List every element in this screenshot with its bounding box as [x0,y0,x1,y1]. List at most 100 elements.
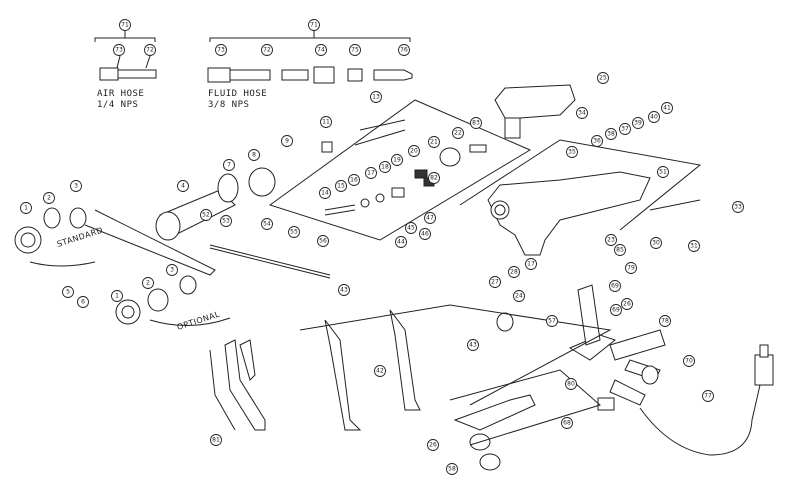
fluid-hose-caption-line2: 3/8 NPS [208,100,249,110]
callout-83: 83 [470,117,482,129]
callout-number: 16 [350,177,358,184]
callout-80: 80 [565,378,577,390]
callout-79: 79 [625,262,637,274]
callout-35: 35 [566,146,578,158]
gun-body [487,84,651,256]
callout-number: 27 [491,279,499,286]
callout-circle [597,72,609,84]
callout-69: 69 [610,304,622,316]
callout-54: 54 [261,218,273,230]
callout-number: 39 [634,120,642,127]
callout-23: 23 [605,234,617,246]
callout-circle [77,296,89,308]
callout-number: 34 [578,110,586,117]
callout-7: 7 [223,159,235,171]
callout-82: 82 [428,172,440,184]
callout-number: 70 [685,358,693,365]
callout-circle [348,174,360,186]
callout-76: 76 [398,44,410,56]
callout-3: 3 [70,180,82,192]
callout-number: 43 [469,342,477,349]
callout-number: 82 [430,175,438,182]
callout-number: 13 [372,94,380,101]
callout-number: 57 [548,318,556,325]
callout-circle [43,192,55,204]
callout-circle [508,266,520,278]
callout-circle [200,209,212,221]
callout-number: 53 [222,218,230,225]
callout-number: 79 [627,265,635,272]
callout-72: 72 [144,44,156,56]
callout-circle [489,276,501,288]
callout-number: 41 [663,105,671,112]
callout-number: 78 [661,318,669,325]
callout-circle [395,236,407,248]
callout-circle [565,378,577,390]
callout-circle [166,264,178,276]
callout-number: 40 [650,114,658,121]
callout-circle [317,235,329,247]
callout-85: 85 [614,244,626,256]
callout-circle [661,102,673,114]
callout-circle [446,463,458,475]
callout-circle [338,284,350,296]
callout-31: 31 [688,240,700,252]
callout-circle [621,298,633,310]
handle-cover [209,339,266,431]
callout-circle [427,439,439,451]
callout-circle [119,19,131,31]
callout-number: 54 [263,221,271,228]
callout-number: 77 [704,393,712,400]
callout-73: 73 [215,44,227,56]
callout-circle [177,180,189,192]
callout-4: 4 [177,180,189,192]
callout-56: 56 [317,235,329,247]
callout-number: 55 [290,229,298,236]
callout-circle [20,202,32,214]
callout-circle [605,128,617,140]
callout-19: 19 [391,154,403,166]
callout-number: 2 [47,195,51,202]
callout-circle [142,277,154,289]
callout-circle [614,244,626,256]
callout-15: 15 [335,180,347,192]
callout-circle [428,136,440,148]
callout-number: 37 [621,126,629,133]
callout-number: 1 [24,205,28,212]
callout-circle [419,228,431,240]
callout-2: 2 [142,277,154,289]
callout-number: 71 [121,22,129,29]
callout-number: 71 [310,22,318,29]
callout-circle [248,149,260,161]
callout-circle [374,365,386,377]
callout-number: 83 [472,120,480,127]
callout-circle [391,154,403,166]
callout-circle [215,44,227,56]
callout-circle [405,222,417,234]
callout-circle [610,304,622,316]
callout-53: 53 [220,215,232,227]
callout-number: 33 [734,204,742,211]
callout-2: 2 [43,192,55,204]
callout-number: 51 [659,169,667,176]
callout-number: 26 [429,442,437,449]
callout-number: 69 [612,307,620,314]
callout-42: 42 [374,365,386,377]
callout-number: 44 [397,239,405,246]
callout-43: 43 [338,284,350,296]
callout-circle [452,127,464,139]
callout-circle [111,290,123,302]
callout-circle [632,117,644,129]
callout-37: 37 [619,123,631,135]
callout-38: 38 [605,128,617,140]
callout-number: 28 [510,269,518,276]
callout-number: 69 [611,283,619,290]
callout-number: 26 [623,301,631,308]
callout-circle [625,262,637,274]
air-hose-assembly [94,30,157,81]
callout-circle [591,135,603,147]
callout-40: 40 [648,111,660,123]
callout-13: 13 [370,91,382,103]
callout-number: 38 [607,131,615,138]
callout-number: 9 [285,138,289,145]
